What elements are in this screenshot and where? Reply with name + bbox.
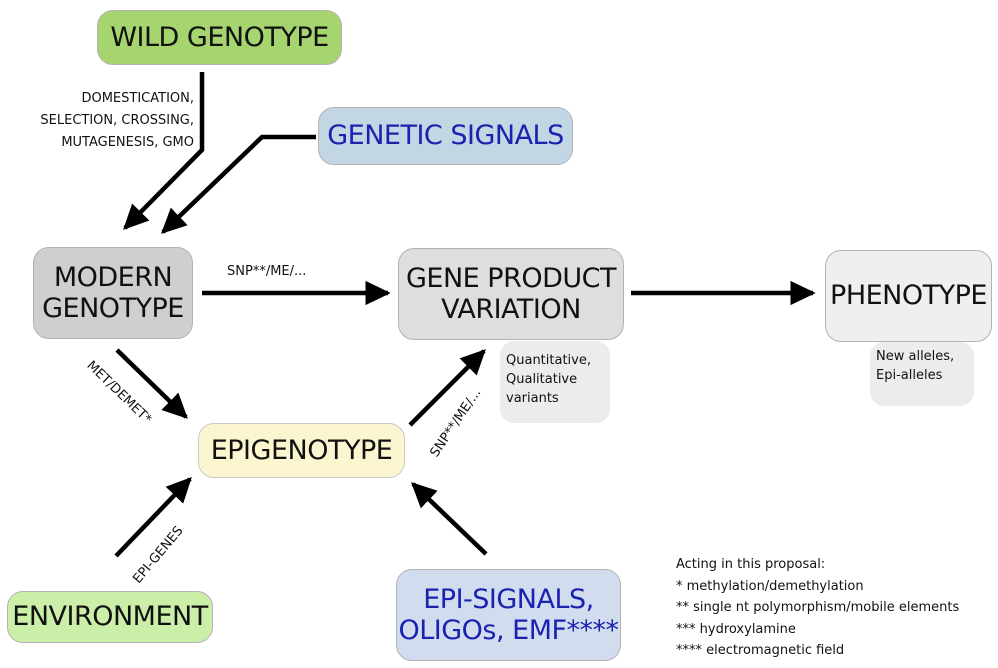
wild-genotype-node: WILD GENOTYPE [97, 10, 342, 65]
modern-genotype-node: MODERN GENOTYPE [33, 247, 193, 339]
legend-title: Acting in this proposal: [676, 557, 826, 572]
phenotype-note-line2: Epi-alleles [876, 368, 943, 383]
epi-signals-node: EPI-SIGNALS, OLIGOs, EMF**** [396, 569, 621, 661]
gene-product-note-line2: Qualitative [506, 372, 578, 387]
epigenotype-node: EPIGENOTYPE [198, 423, 405, 478]
legend: Acting in this proposal: * methylation/d… [676, 554, 994, 662]
arrow-epi-signals-to-epigenotype [411, 482, 488, 556]
gene-product-label-line1: GENE PRODUCT [405, 262, 617, 294]
epi-signals-label-line2: OLIGOs, EMF**** [398, 615, 619, 646]
gene-product-note-line3: variants [506, 391, 559, 406]
epigenotype-label: EPIGENOTYPE [210, 434, 393, 466]
domestication-label-line1: DOMESTICATION, [81, 91, 194, 106]
gene-product-note-line1: Quantitative, [506, 353, 591, 368]
legend-item-snp: ** single nt polymorphism/mobile element… [676, 600, 960, 615]
legend-item-methylation: * methylation/demethylation [676, 578, 864, 594]
domestication-label-line3: MUTAGENESIS, GMO [61, 135, 194, 150]
phenotype-label: PHENOTYPE [830, 280, 987, 312]
phenotype-note-line1: New alleles, [876, 349, 955, 364]
environment-label: ENVIRONMENT [12, 601, 208, 633]
snp-modern-to-gene-product-label: SNP**/ME/... [227, 264, 307, 279]
genetic-signals-node: GENETIC SIGNALS [318, 107, 573, 165]
domestication-label-line2: SELECTION, CROSSING, [40, 113, 194, 128]
legend-item-emf: **** electromagnetic field [676, 643, 845, 658]
legend-item-hydroxylamine: *** hydroxylamine [676, 621, 796, 637]
environment-node: ENVIRONMENT [7, 591, 213, 643]
wild-genotype-label: WILD GENOTYPE [110, 21, 329, 53]
phenotype-note: New alleles, Epi-alleles [870, 342, 974, 406]
arrow-genetic-signals-to-modern [161, 134, 316, 234]
domestication-edge-label: DOMESTICATION, SELECTION, CROSSING, MUTA… [6, 88, 194, 154]
gene-product-note: Quantitative, Qualitative variants [500, 341, 610, 423]
arrow-modern-to-epigenotype [115, 348, 188, 419]
arrow-wild-to-modern [123, 72, 205, 230]
gene-product-label-line2: VARIATION [441, 294, 581, 325]
epi-signals-label-line1: EPI-SIGNALS, [423, 583, 594, 615]
genetic-signals-label: GENETIC SIGNALS [327, 120, 564, 152]
gene-product-variation-node: GENE PRODUCT VARIATION [398, 248, 624, 340]
arrow-epigenotype-to-gene-product [408, 349, 486, 427]
modern-genotype-label-line2: GENOTYPE [42, 293, 184, 324]
arrow-environment-to-epigenotype [114, 477, 192, 558]
phenotype-node: PHENOTYPE [825, 250, 992, 342]
modern-genotype-label-line1: MODERN [53, 261, 173, 293]
